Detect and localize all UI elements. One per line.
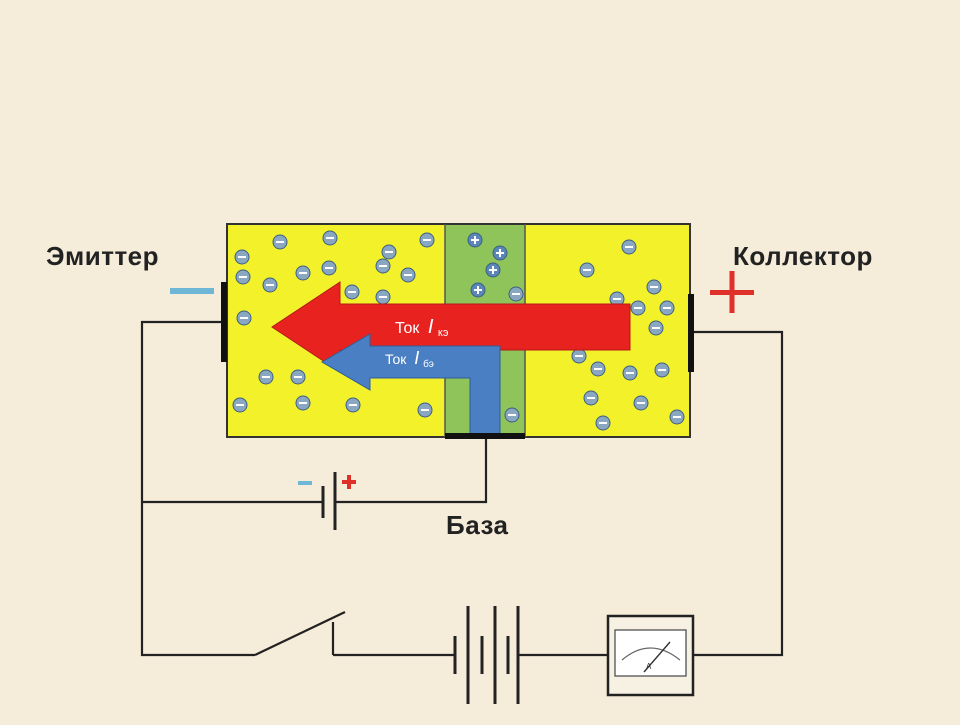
- carrier-sign: [587, 397, 595, 399]
- carrier-sign: [613, 298, 621, 300]
- carrier-sign: [634, 307, 642, 309]
- current-be-arrow: [321, 333, 501, 438]
- carrier-sign: [266, 284, 274, 286]
- carrier-sign: [663, 307, 671, 309]
- carrier-sign: [626, 372, 634, 374]
- carrier-sign: [637, 402, 645, 404]
- carrier-sign: [499, 249, 501, 257]
- carrier-sign: [240, 317, 248, 319]
- ammeter-icon: A: [606, 614, 695, 697]
- carrier-sign: [594, 368, 602, 370]
- carrier-sign: [404, 274, 412, 276]
- carrier-sign: [379, 296, 387, 298]
- carrier-sign: [276, 241, 284, 243]
- carrier-sign: [423, 239, 431, 241]
- plus-sign-icon: [710, 271, 754, 313]
- carrier-sign: [379, 265, 387, 267]
- circuit-wires: [140, 320, 784, 657]
- carrier-sign: [238, 256, 246, 258]
- carrier-sign: [239, 276, 247, 278]
- charge-carriers: [232, 230, 685, 431]
- base-battery-icon: [298, 472, 356, 530]
- carrier-sign: [652, 327, 660, 329]
- carrier-sign: [385, 251, 393, 253]
- ammeter-letter: A: [646, 662, 652, 671]
- open-switch-icon: [254, 611, 346, 656]
- emitter-label: Эмиттер: [46, 241, 160, 271]
- collector-label: Коллектор: [733, 241, 873, 271]
- carrier-sign: [421, 409, 429, 411]
- carrier-sign: [477, 286, 479, 294]
- emitter-electrode: [221, 282, 227, 362]
- carrier-sign: [348, 291, 356, 293]
- base-label: База: [446, 510, 509, 540]
- carrier-sign: [325, 267, 333, 269]
- carrier-sign: [673, 416, 681, 418]
- carrier-sign: [583, 269, 591, 271]
- carrier-sign: [625, 246, 633, 248]
- current-be-label: Ток I бэ: [385, 348, 434, 370]
- carrier-sign: [262, 376, 270, 378]
- carrier-sign: [508, 414, 516, 416]
- base-electrode: [445, 433, 525, 439]
- carrier-sign: [299, 402, 307, 404]
- minus-sign-icon: [170, 288, 214, 294]
- carrier-sign: [236, 404, 244, 406]
- carrier-sign: [474, 236, 476, 244]
- carrier-sign: [599, 422, 607, 424]
- carrier-sign: [492, 266, 494, 274]
- carrier-sign: [349, 404, 357, 406]
- carrier-sign: [294, 376, 302, 378]
- carrier-sign: [658, 369, 666, 371]
- carrier-sign: [512, 293, 520, 295]
- carrier-sign: [650, 286, 658, 288]
- collector-electrode: [688, 294, 694, 372]
- multi-cell-battery-icon: [453, 606, 520, 704]
- carrier-sign: [575, 355, 583, 357]
- carrier-sign: [326, 237, 334, 239]
- carrier-sign: [299, 272, 307, 274]
- current-ke-label: Ток I кэ: [395, 316, 449, 339]
